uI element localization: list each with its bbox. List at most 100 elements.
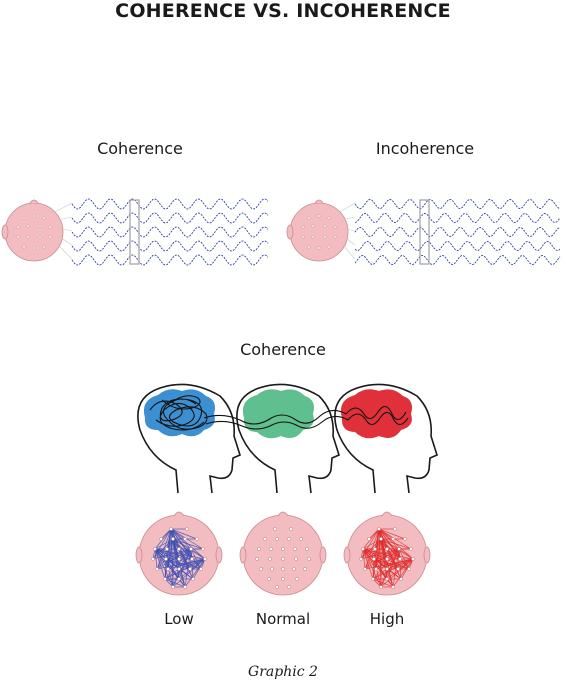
eeg-wave: [71, 226, 269, 238]
connectivity-line: [373, 558, 382, 588]
electrode-dot: [363, 567, 367, 571]
electrode-dot: [183, 537, 187, 541]
electrode-dot: [153, 547, 157, 551]
electrode-dot: [38, 224, 42, 228]
coherence-lead-lines: [54, 202, 73, 260]
electrode-dot: [151, 557, 155, 561]
connectivity-line: [362, 548, 374, 580]
electrode-dot: [379, 585, 383, 589]
connectivity-line: [178, 568, 194, 580]
head-outline-normal: [236, 383, 340, 494]
connectivity-line: [375, 558, 414, 570]
electrode-dot: [267, 577, 271, 581]
electrode-dot: [185, 527, 189, 531]
coherence-eeg-panel: [1, 198, 269, 266]
electrode-dot: [177, 577, 181, 581]
electrode-dot: [399, 577, 403, 581]
connectivity-line: [362, 548, 414, 560]
electrode-dot: [303, 567, 307, 571]
electrode-dot: [165, 547, 169, 551]
level-label-low: Low: [164, 610, 194, 628]
incoherence-electrodes: [301, 214, 337, 250]
electrode-dot: [385, 577, 389, 581]
eeg-wave: [71, 254, 269, 266]
connectivity-line: [398, 548, 414, 560]
electrode-dot: [199, 567, 203, 571]
electrode-dot: [374, 567, 378, 571]
electrode-dot: [293, 547, 297, 551]
electrode-dot: [48, 225, 52, 229]
connectivity-line: [380, 538, 412, 550]
connectivity-line: [190, 548, 206, 560]
electrode-dot: [397, 547, 401, 551]
scalp-map-normal: [239, 511, 327, 596]
electrode-dot: [372, 557, 376, 561]
connectivity-line: [373, 558, 394, 588]
electrode-dot: [16, 235, 20, 239]
coherence-time-marker: [129, 199, 140, 265]
heads-row: [137, 383, 438, 494]
electrode-dot: [289, 527, 293, 531]
electrode-dot: [201, 547, 205, 551]
brain-normal: [242, 389, 314, 439]
electrode-dot: [307, 216, 311, 220]
eeg-wave: [354, 241, 561, 251]
level-label-high: High: [369, 610, 405, 628]
connectivity-line: [380, 568, 388, 588]
connectivity-line: [170, 528, 198, 540]
electrode-dot: [385, 567, 389, 571]
electrode-dot: [177, 567, 181, 571]
electrode-dot: [391, 585, 395, 589]
electrode-dot: [385, 547, 389, 551]
electrode-dot: [32, 214, 36, 218]
electrode-dot: [281, 547, 285, 551]
electrode-dot: [299, 537, 303, 541]
electrode-dot: [292, 567, 296, 571]
electrode-dot: [189, 547, 193, 551]
electrode-dot: [26, 235, 30, 239]
electrode-dot: [177, 557, 181, 561]
connectivity-line: [362, 528, 380, 550]
electrode-dot: [317, 214, 321, 218]
connectivity-line: [164, 578, 174, 588]
incoherence-lead-lines: [339, 202, 356, 260]
electrode-dot: [171, 537, 175, 541]
electrode-dot: [307, 557, 311, 561]
electrode-dot: [269, 547, 273, 551]
electrode-dot: [38, 235, 42, 239]
electrode-dot: [155, 567, 159, 571]
eeg-wave: [354, 255, 561, 265]
electrode-dot: [270, 567, 274, 571]
connectivity-line: [380, 558, 414, 588]
electrode-dot: [373, 547, 377, 551]
electrode-dot: [171, 585, 175, 589]
scalp-map-high: [343, 511, 431, 596]
connectivity-line: [378, 528, 406, 540]
electrode-dot: [164, 557, 168, 561]
connectivity-line: [154, 548, 206, 560]
electrode-dot: [359, 557, 363, 561]
connectivity-line: [184, 558, 206, 588]
connecting-wires: [203, 405, 409, 430]
connectivity-line: [154, 548, 158, 570]
electrode-dot: [311, 235, 315, 239]
electrode-dot: [287, 537, 291, 541]
connectivity-line: [364, 558, 414, 570]
connectivity-line: [372, 568, 388, 580]
electrode-dot: [159, 537, 163, 541]
incoherence-waves: [354, 199, 561, 265]
connectivity-line: [165, 548, 192, 560]
connectivity-line: [178, 568, 186, 588]
connectivity-line: [156, 558, 206, 570]
eeg-wave: [354, 213, 561, 223]
electrode-dot: [163, 577, 167, 581]
electrode-dot: [301, 235, 305, 239]
connectivity-line: [172, 568, 180, 588]
electrode-dot: [385, 557, 389, 561]
electrode-dot: [48, 235, 52, 239]
electrode-dot: [305, 547, 309, 551]
electrode-dot: [273, 527, 277, 531]
electrode-dot: [287, 585, 291, 589]
bottom-section-title: Coherence: [240, 340, 326, 359]
electrode-dot: [398, 557, 402, 561]
